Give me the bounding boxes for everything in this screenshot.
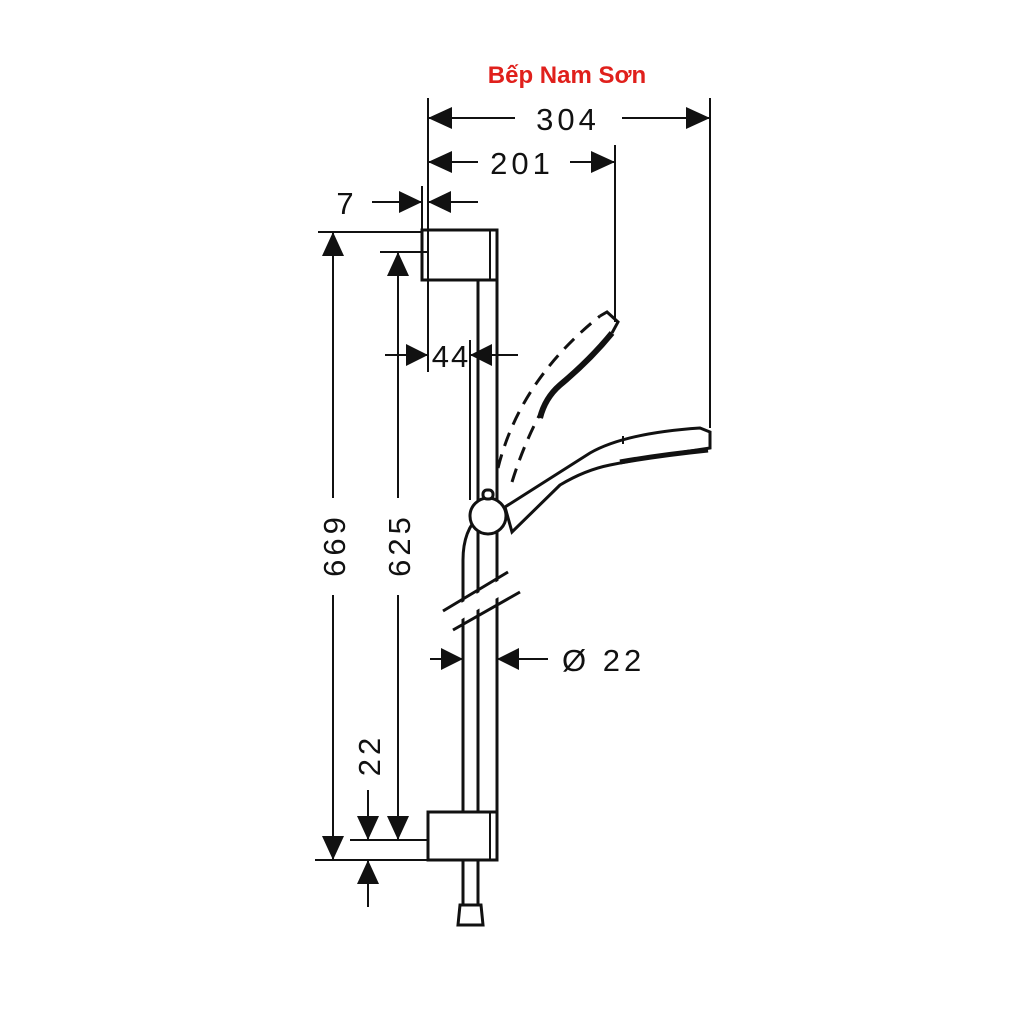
dimension-44: 44: [385, 339, 518, 500]
dimension-669: 669: [315, 231, 428, 861]
dimension-diameter-22: Ø 22: [430, 643, 645, 678]
slider-knob: [468, 496, 508, 536]
dimension-label-304: 304: [536, 102, 600, 137]
bottom-wall-bracket: [426, 810, 499, 862]
shower-handle: [503, 426, 712, 535]
dimension-22-bottom: 22: [352, 734, 387, 907]
dimension-label-625: 625: [382, 513, 417, 577]
dimension-201: 201: [428, 145, 616, 322]
hose-end-cap: [456, 903, 485, 927]
hand-shower: [468, 310, 712, 536]
dimension-304: 304: [427, 98, 711, 428]
shower-rail: [420, 228, 528, 927]
top-wall-bracket: [420, 228, 499, 282]
dimension-label-44: 44: [432, 339, 470, 374]
dimension-label-201: 201: [490, 146, 554, 181]
dimension-label-22: 22: [352, 734, 387, 776]
dimension-label-7: 7: [336, 186, 357, 221]
dimension-7: 7: [336, 186, 478, 230]
dimension-label-669: 669: [317, 513, 352, 577]
brand-label: Bếp Nam Sơn: [488, 62, 646, 89]
dimension-label-diameter: Ø 22: [562, 643, 645, 678]
dimension-625: 625: [350, 251, 428, 841]
